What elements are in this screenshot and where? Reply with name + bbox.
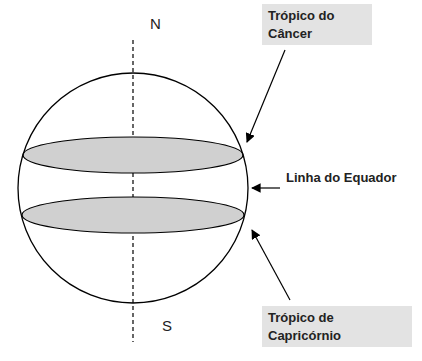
pole-label: N	[150, 14, 180, 34]
globe-outline	[18, 73, 248, 303]
leader-arrow	[247, 50, 285, 142]
tropic-name: Trópico do Câncer	[268, 7, 366, 42]
leader-arrow	[252, 187, 280, 188]
tropic-ellipse	[22, 197, 244, 233]
label-box: Trópico de Capricórnio	[262, 306, 412, 347]
tropic-ellipse	[23, 137, 243, 173]
equator-label: Linha do Equador	[286, 170, 414, 187]
label-box: Trópico do Câncer	[262, 4, 372, 45]
tropic-name: Trópico de Capricórnio	[268, 309, 406, 344]
pole-label: S	[162, 316, 192, 336]
leader-arrow	[252, 230, 290, 300]
earth-axis	[132, 40, 133, 342]
